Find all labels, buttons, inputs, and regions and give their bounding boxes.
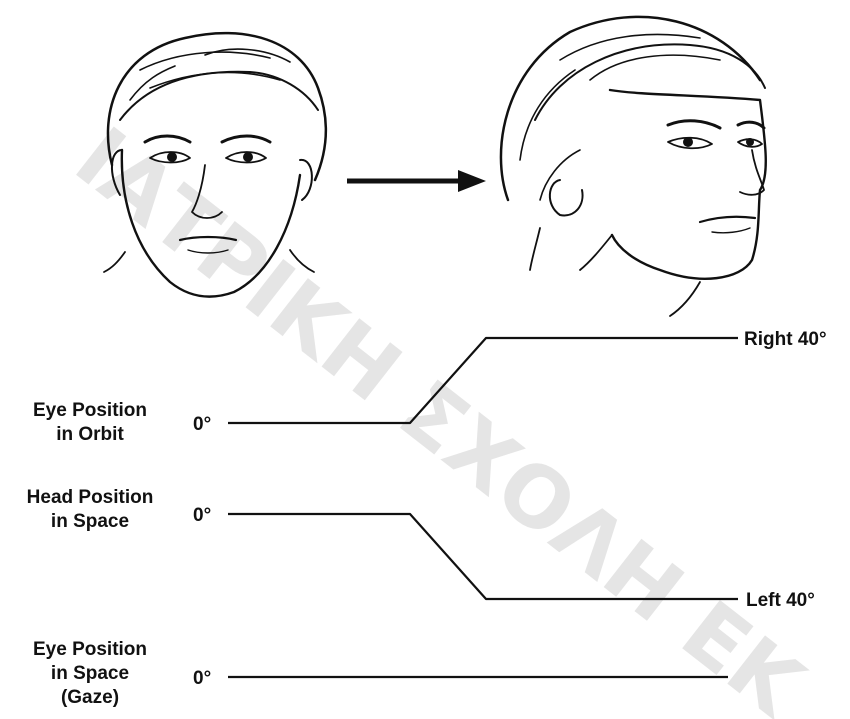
zero-degree-label: 0° [193,668,211,689]
watermark-text: ΙΑΤΡΙΚΗ ΣΧΟΛΗ ΕΚ [58,109,823,719]
end-angle-label: Left 40° [746,590,815,611]
zero-degree-label: 0° [193,414,211,435]
row-label: (Gaze) [61,687,119,708]
row-label: in Space [51,511,129,532]
row-label: Eye Position [33,400,147,421]
face-turned-illustration [501,17,766,316]
rotation-arrow [347,170,486,192]
zero-degree-label: 0° [193,505,211,526]
row-label: Eye Position [33,639,147,660]
end-angle-label: Right 40° [744,329,827,350]
row-label: Head Position [27,487,154,508]
row-label: in Space [51,663,129,684]
row-label: in Orbit [56,424,124,445]
